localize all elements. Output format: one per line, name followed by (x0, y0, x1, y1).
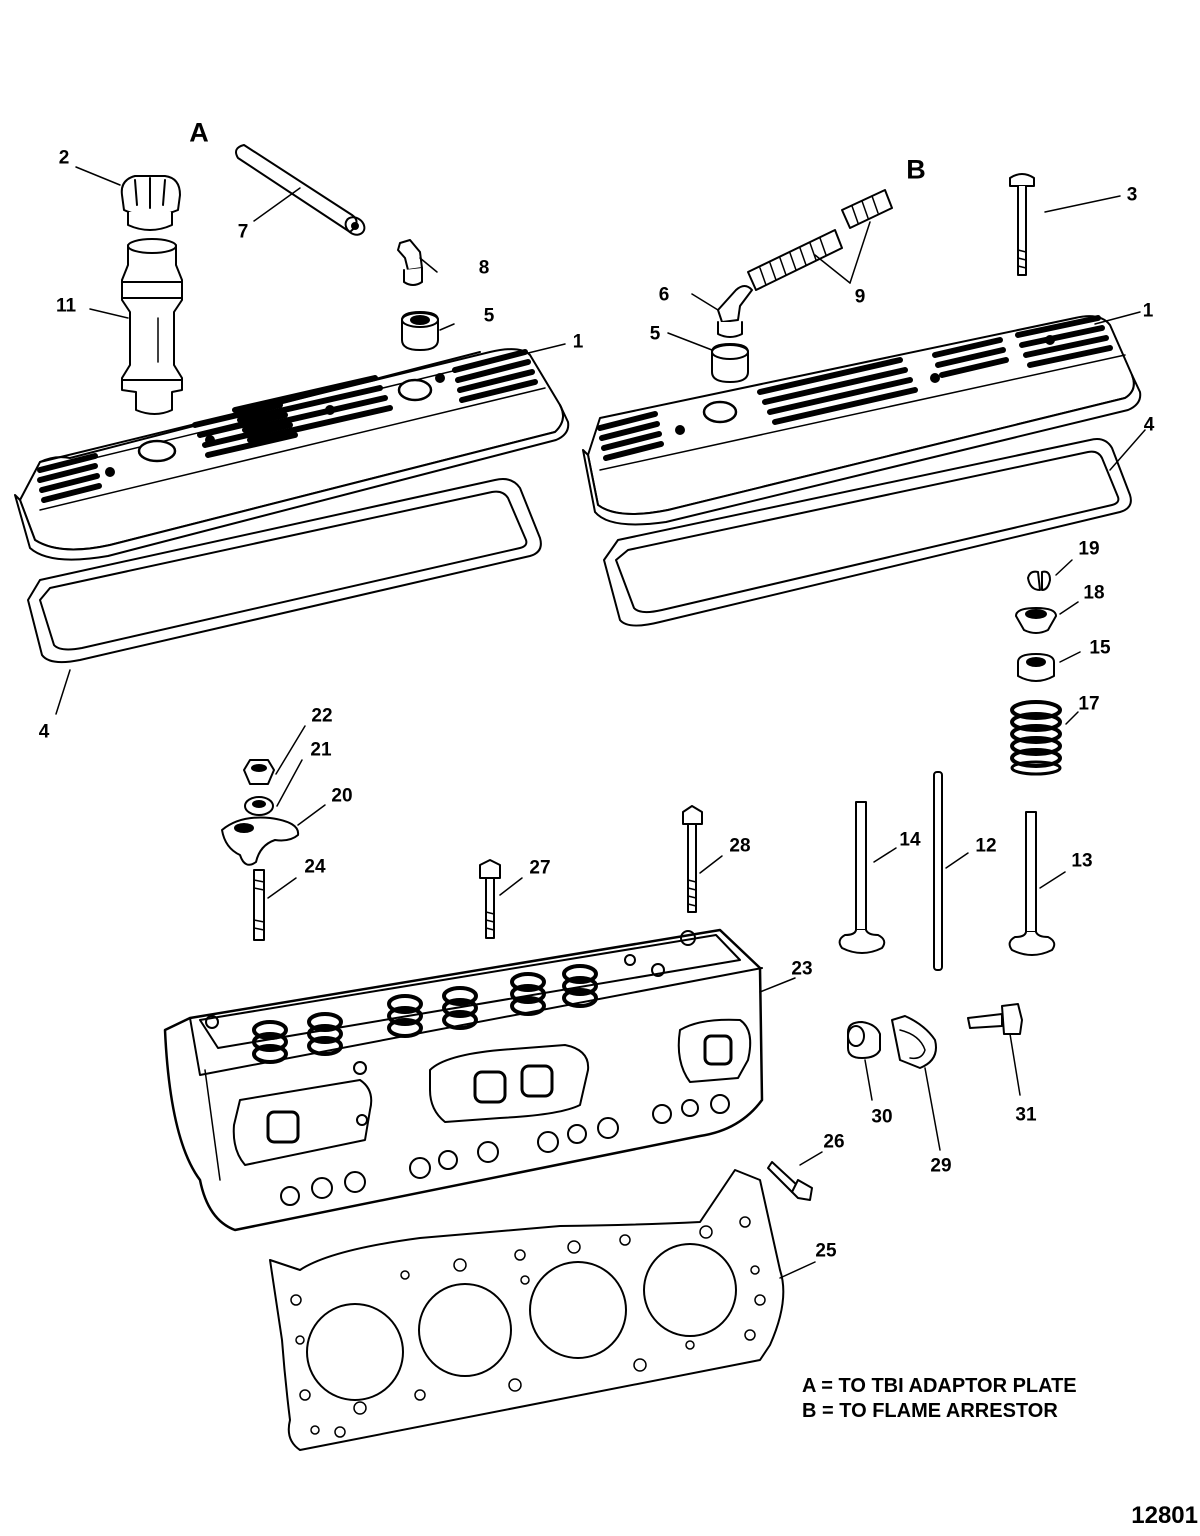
leader-lines (56, 167, 1145, 1278)
stud-24 (254, 870, 264, 940)
spacer-30 (848, 1022, 880, 1058)
callout-11: 11 (55, 295, 77, 317)
callout-17: 17 (1078, 693, 1100, 715)
callout-29: 29 (930, 1155, 952, 1177)
callout-27: 27 (529, 857, 551, 879)
elbow-fitting-8 (398, 240, 422, 285)
grommet-5-left (402, 312, 438, 350)
head-gasket-25 (270, 1170, 783, 1450)
callout-24: 24 (304, 856, 326, 878)
valve-seal-15 (1018, 654, 1054, 681)
rocker-cover-left (15, 349, 568, 559)
valve-cap-18 (1016, 608, 1056, 633)
rocker-cover-gasket-left (28, 479, 541, 662)
callout-6: 6 (658, 284, 670, 306)
rocker-cover-right (583, 316, 1140, 524)
callout-22: 22 (311, 705, 333, 727)
pushrod-12 (934, 772, 942, 970)
bolt-3 (1010, 174, 1034, 275)
callout-7: 7 (237, 221, 249, 243)
bolt-31 (968, 1004, 1022, 1034)
legend-line-a: A = TO TBI ADAPTOR PLATE (802, 1375, 1077, 1397)
oil-fill-tube (122, 239, 182, 414)
callout-1-right: 1 (1142, 300, 1154, 322)
cylinder-head-23 (165, 930, 762, 1230)
callout-25: 25 (815, 1240, 837, 1262)
valve-spring-17 (1012, 702, 1060, 774)
callout-4-right: 4 (1143, 414, 1155, 436)
oil-fill-cap (122, 176, 180, 230)
ball-21 (245, 797, 273, 815)
callout-14: 14 (899, 829, 921, 851)
nut-22 (244, 760, 274, 784)
valve-14 (840, 802, 885, 953)
legend-line-b: B = TO FLAME ARRESTOR (802, 1400, 1058, 1422)
hose-7 (236, 145, 368, 238)
callout-8: 8 (478, 257, 490, 279)
callout-2: 2 (58, 147, 70, 169)
clamp-29 (892, 1016, 936, 1068)
bolt-28 (683, 806, 702, 912)
callout-b: B (906, 154, 926, 185)
callout-19: 19 (1078, 538, 1100, 560)
bolt-27 (480, 860, 500, 938)
valve-13 (1010, 812, 1055, 955)
callout-1-left: 1 (572, 331, 584, 353)
hose-9 (748, 190, 892, 290)
rocker-arm-20 (222, 818, 298, 865)
callout-15: 15 (1089, 637, 1111, 659)
callout-31: 31 (1015, 1104, 1037, 1126)
rocker-cover-gasket-right (604, 439, 1131, 626)
callout-5-left: 5 (483, 305, 495, 327)
figure-number: 12801 (1131, 1502, 1198, 1529)
callout-12: 12 (975, 835, 997, 857)
grommet-5-right (712, 344, 748, 382)
callout-28: 28 (729, 835, 751, 857)
callout-20: 20 (331, 785, 353, 807)
elbow-fitting-6 (718, 286, 752, 337)
callout-4-left: 4 (38, 721, 50, 743)
callout-26: 26 (823, 1131, 845, 1153)
callout-5-right: 5 (649, 323, 661, 345)
callout-30: 30 (871, 1106, 893, 1128)
callout-a: A (189, 117, 209, 148)
callout-3: 3 (1126, 184, 1138, 206)
callout-23: 23 (791, 958, 813, 980)
valve-key-19 (1028, 572, 1050, 590)
callout-13: 13 (1071, 850, 1093, 872)
callout-9: 9 (854, 286, 866, 308)
callout-18: 18 (1083, 582, 1105, 604)
bolt-26 (768, 1162, 812, 1200)
callout-21: 21 (310, 739, 332, 761)
